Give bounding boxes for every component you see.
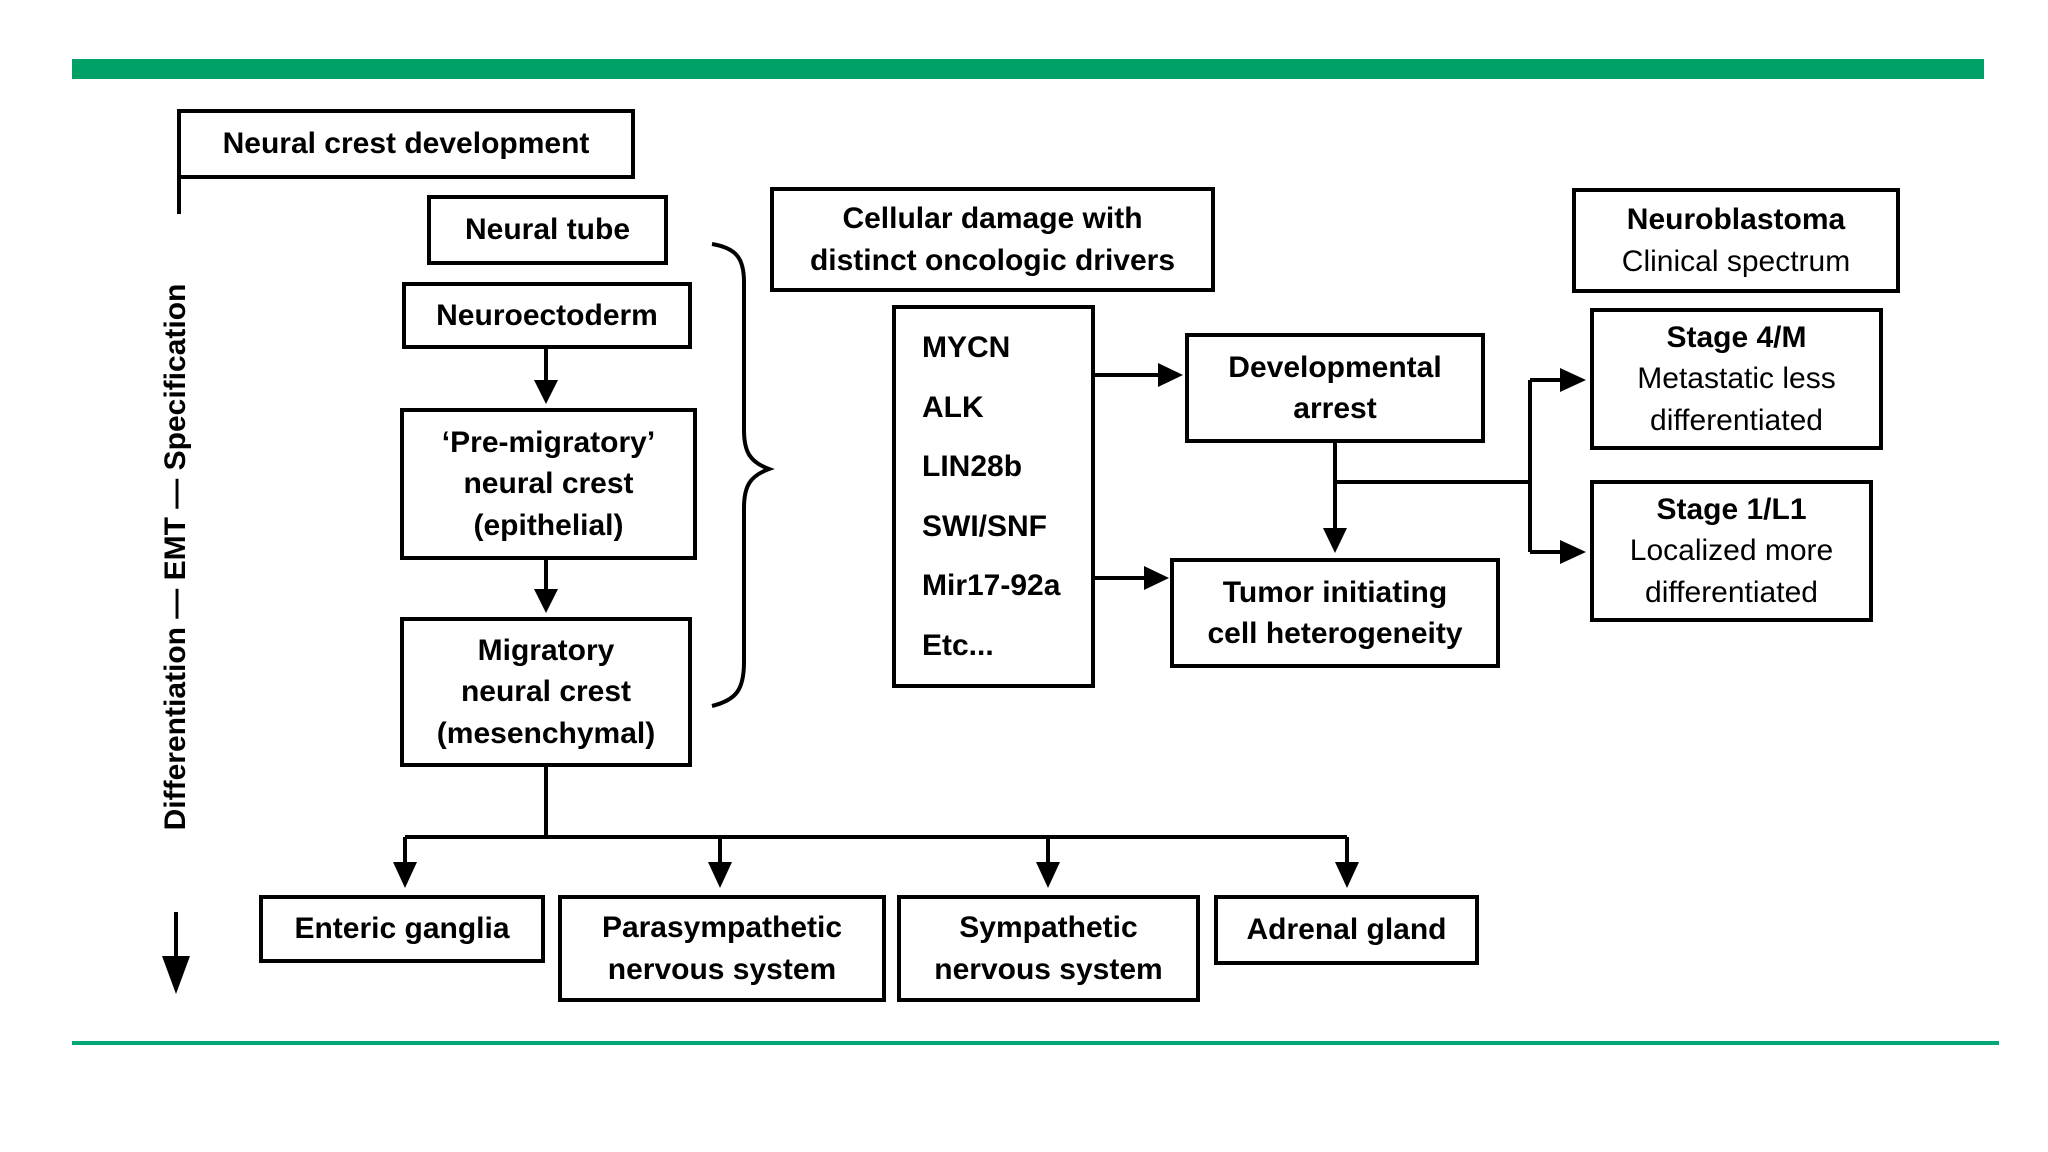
box-line: neural crest [463,467,634,501]
driver-item: ALK [922,390,984,424]
box-title: Neuroblastoma [1626,203,1846,237]
box-stage-4m: Stage 4/M Metastatic less differentiated [1590,308,1883,450]
arrowhead-enteric [393,862,417,888]
box-parasympathetic: Parasympathetic nervous system [558,895,886,1002]
driver-item: Etc... [922,628,994,662]
arrowhead-stage4 [1560,368,1586,392]
box-label: Neural crest development [222,127,590,161]
box-sympathetic: Sympathetic nervous system [897,895,1200,1002]
box-cellular-damage: Cellular damage with distinct oncologic … [770,187,1215,292]
top-green-bar [72,59,1984,79]
arrowhead-stage1 [1560,540,1586,564]
box-line: arrest [1293,392,1377,425]
box-line: nervous system [934,952,1163,986]
box-line: (epithelial) [473,508,624,542]
arrowhead-axis-down [162,956,190,994]
box-neuroectoderm: Neuroectoderm [402,282,692,349]
arrowhead-migratory [534,589,558,613]
arrowhead-tumor [1144,566,1169,590]
box-line: (mesenchymal) [436,716,656,750]
box-line: Migratory [477,633,615,667]
box-line: neural crest [460,675,632,709]
box-label: Enteric ganglia [294,912,510,946]
box-tumor-initiating: Tumor initiating cell heterogeneity [1170,558,1500,668]
arrowhead-parasympathetic [708,862,732,888]
driver-item: Mir17-92a [922,569,1061,603]
arrowhead-arrest-down [1323,528,1347,553]
box-line: Sympathetic [959,911,1138,945]
box-oncologic-drivers-list: MYCN ALK LIN28b SWI/SNF Mir17-92a Etc... [892,305,1095,688]
box-label: Neural tube [464,213,631,247]
box-subtitle: Clinical spectrum [1621,244,1851,278]
box-stage-1l1: Stage 1/L1 Localized more differentiated [1590,480,1873,622]
box-line: Developmental [1228,350,1442,384]
box-neural-tube: Neural tube [427,195,668,265]
box-line: differentiated [1650,403,1823,437]
box-label: Neuroectoderm [436,298,658,332]
box-title: Stage 1/L1 [1656,492,1807,526]
arrowhead-arrest [1158,363,1183,387]
box-label: Adrenal gland [1246,913,1447,947]
box-line: ‘Pre-migratory’ [441,425,656,459]
driver-item: SWI/SNF [922,509,1047,543]
box-migratory-neural-crest: Migratory neural crest (mesenchymal) [400,617,692,767]
box-line: Parasympathetic [601,911,843,945]
box-line: nervous system [607,952,837,986]
box-line: Tumor initiating [1222,575,1448,609]
bottom-green-rule [72,1041,1999,1045]
curly-brace [711,242,775,708]
box-line: Metastatic less [1637,362,1836,396]
arrowhead-premigratory [534,380,558,404]
driver-item: MYCN [922,331,1011,365]
box-neural-crest-development: Neural crest development [177,109,635,179]
box-developmental-arrest: Developmental arrest [1185,333,1485,443]
box-line: Localized more [1629,534,1834,568]
box-line: distinct oncologic drivers [809,243,1176,277]
box-line: cell heterogeneity [1207,617,1463,650]
driver-item: LIN28b [922,450,1023,484]
arrowhead-sympathetic [1036,862,1060,888]
box-line: Cellular damage with [842,202,1143,236]
box-title: Stage 4/M [1666,320,1807,354]
axis-rotated-labels: Differentiation — EMT — Specification [159,283,192,831]
box-pre-migratory-neural-crest: ‘Pre-migratory’ neural crest (epithelial… [400,408,697,560]
arrowheads [162,363,1586,994]
box-line: differentiated [1645,575,1818,609]
arrowhead-adrenal [1335,862,1359,888]
box-adrenal-gland: Adrenal gland [1214,895,1479,965]
box-neuroblastoma-clinical-spectrum: Neuroblastoma Clinical spectrum [1572,188,1900,293]
box-enteric-ganglia: Enteric ganglia [259,895,545,963]
